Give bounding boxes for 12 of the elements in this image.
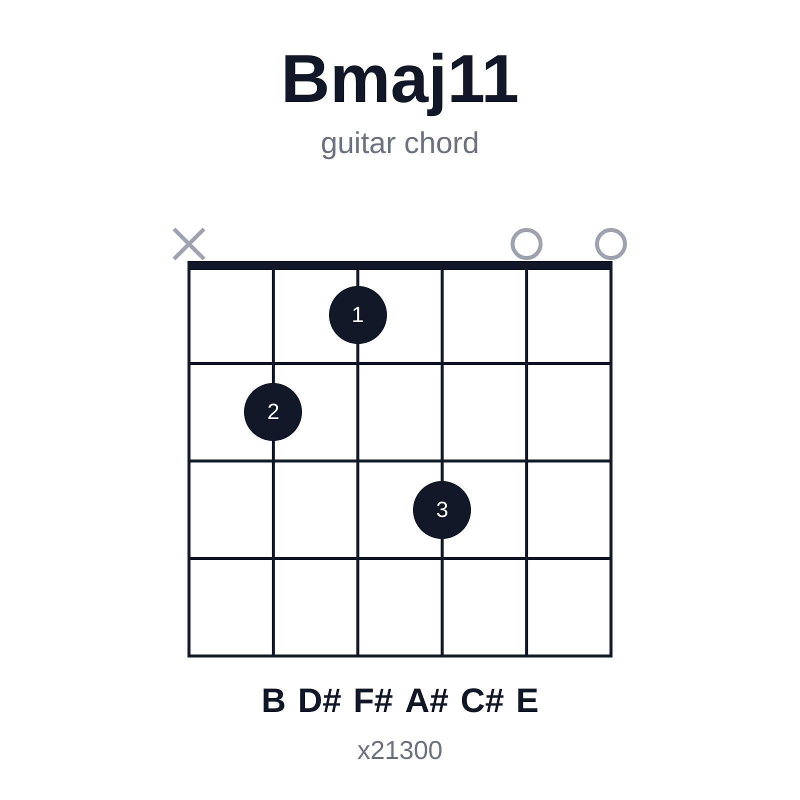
note-name: C# [460, 682, 504, 721]
finger-dot: 3 [413, 480, 472, 539]
finger-dot: 1 [328, 286, 387, 344]
note-name: D# [298, 682, 342, 721]
note-name: E [516, 682, 539, 721]
chord-fingering: x21300 [356, 735, 444, 766]
finger-dot: 2 [244, 383, 302, 442]
note-name: B [261, 682, 286, 721]
subtitle: guitar chord [320, 127, 480, 161]
note-name: A# [405, 682, 449, 721]
chord-title: Bmaj11 [280, 40, 520, 118]
note-name: F# [353, 682, 394, 721]
